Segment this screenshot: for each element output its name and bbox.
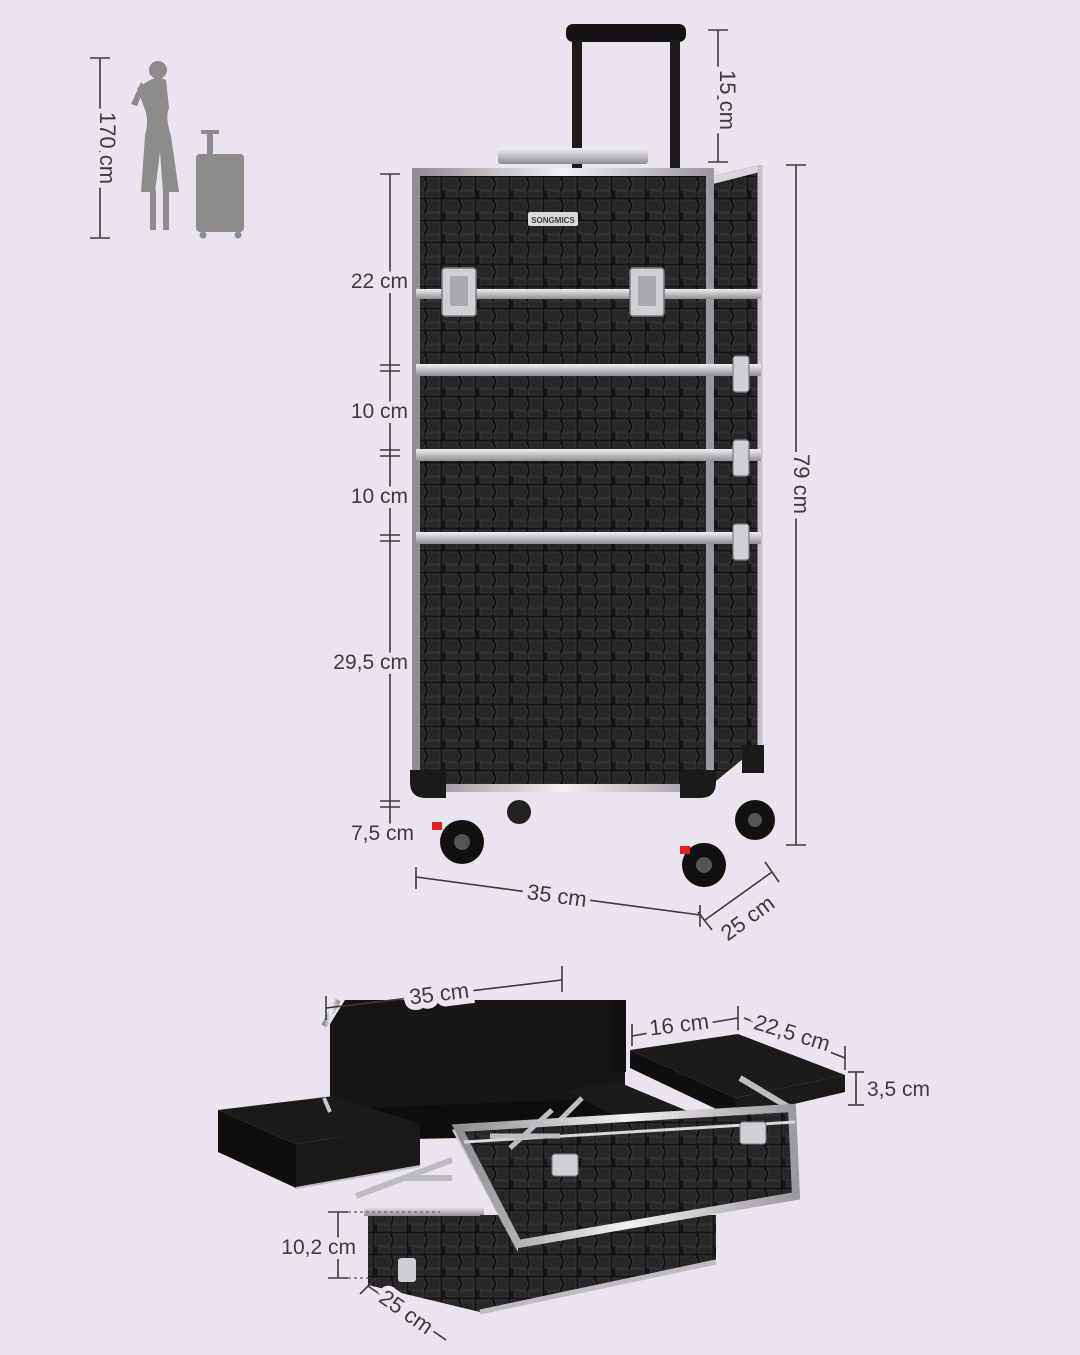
tray-depth-label: 3,5 cm (867, 1078, 930, 1101)
suitcase-silhouette-icon (196, 130, 244, 239)
brand-label: SONGMICS (531, 216, 575, 225)
tier1-height-label: 22 cm (351, 270, 408, 293)
brand-badge (528, 212, 578, 226)
tier4-height-label: 29,5 cm (333, 651, 408, 674)
tier-height-dimensions (380, 173, 400, 837)
side-buckles (732, 355, 750, 561)
carry-handle (498, 148, 648, 164)
left-tray (218, 1096, 454, 1199)
handle-height-label: 15 cm (715, 70, 740, 130)
drawer-height-label: 10,2 cm (281, 1236, 356, 1259)
right-trays (558, 1034, 845, 1140)
case-front-panel (418, 174, 708, 786)
trolley-case: SONGMICS (410, 24, 775, 887)
tier2-height-label: 10 cm (351, 400, 408, 423)
reference-height-label: 170 cm (95, 112, 120, 184)
trolley-width-dimension: 35 cm (415, 867, 701, 927)
latch-left (441, 267, 477, 317)
wheel-assembly (410, 745, 775, 887)
person-silhouette-icon (131, 61, 179, 230)
wheel-height-label: 7,5 cm (351, 822, 414, 845)
aluminum-frame (412, 168, 714, 792)
trolley-depth-label: 25 cm (716, 890, 779, 945)
trolley-dimensions: 15 cm 79 cm 22 cm 10 cm 10 cm 29 (328, 29, 820, 951)
total-height-dimension: 79 cm (783, 164, 820, 846)
front-drop-panel (451, 1103, 801, 1252)
size-reference: 170 cm (90, 57, 244, 239)
handle-height-dimension: 15 cm (708, 29, 745, 163)
tray-depth-dimension: 3,5 cm (848, 1071, 930, 1106)
telescopic-handle (566, 24, 686, 172)
open-case (218, 998, 845, 1315)
reference-height-dimension: 170 cm (90, 57, 125, 239)
latch-right (629, 267, 665, 317)
tier3-height-label: 10 cm (351, 485, 408, 508)
total-height-label: 79 cm (789, 454, 814, 514)
wheel-brake-icon (432, 822, 442, 830)
drawer-height-dimension: 10,2 cm (276, 1211, 440, 1279)
tray-width-label: 16 cm (648, 1008, 711, 1040)
tier-separators (416, 289, 761, 544)
trolley-width-label: 35 cm (526, 879, 589, 912)
